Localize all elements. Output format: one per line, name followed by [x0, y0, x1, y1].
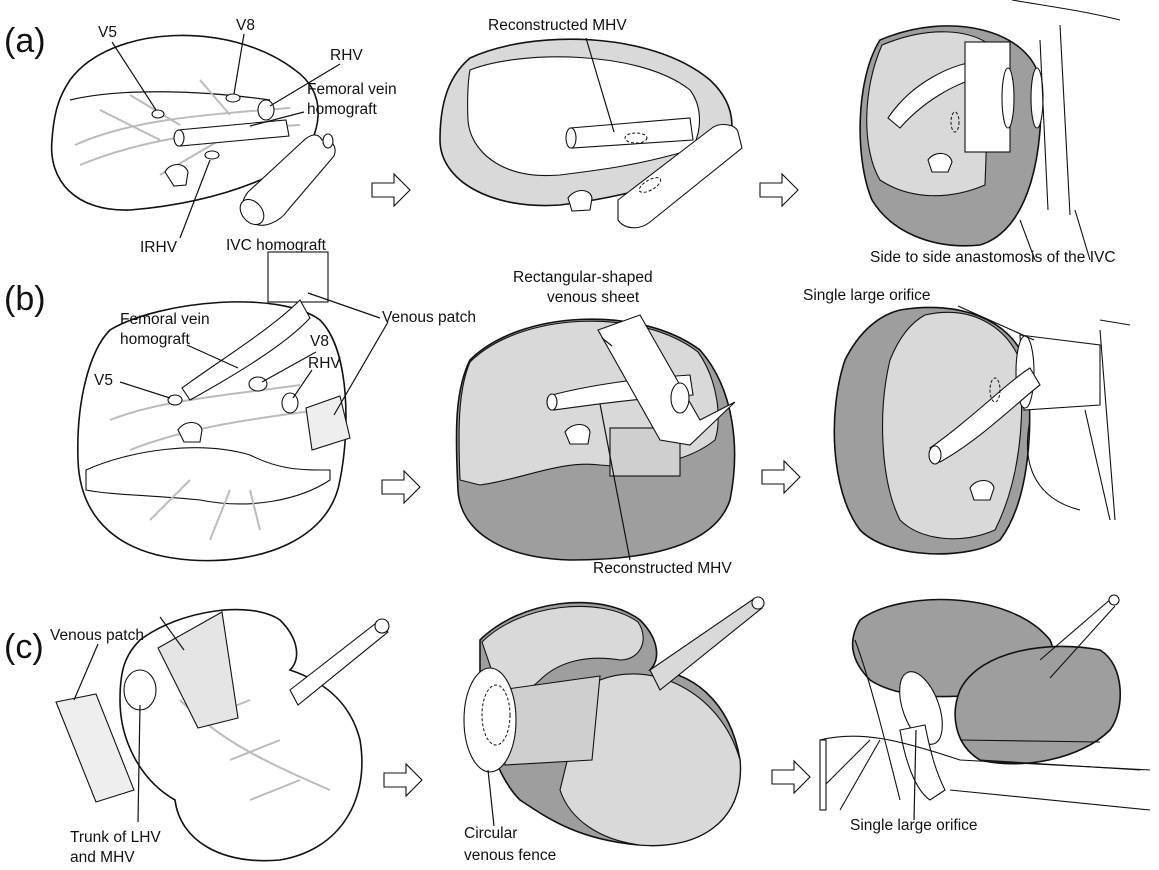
label-single-orifice-c: Single large orifice — [850, 817, 978, 834]
label-rect-sheet-line2: venous sheet — [547, 289, 640, 306]
label-femoral-vein-line2: homograft — [307, 101, 377, 118]
label-femoral-vein-b-line1: Femoral vein — [120, 311, 210, 328]
panel-c: (c) Venous patch Trunk of LHV and MHV — [4, 595, 1150, 866]
panel-a-liver-after — [860, 0, 1120, 260]
arrow-right-icon — [372, 174, 410, 206]
arrow-right-icon — [382, 471, 420, 503]
label-v5-b: V5 — [94, 372, 113, 389]
label-femoral-vein-line1: Femoral vein — [307, 81, 397, 98]
panel-c-liver-before — [56, 610, 389, 861]
label-reconstructed-mhv-b: Reconstructed MHV — [593, 560, 732, 577]
panel-a-liver-middle — [440, 39, 742, 228]
label-side-to-side: Side to side anastomosis of the IVC — [870, 249, 1116, 266]
arrow-right-icon — [760, 174, 798, 206]
label-fence-line1: Circular — [464, 825, 517, 842]
label-rhv: RHV — [330, 47, 363, 64]
label-single-orifice-b: Single large orifice — [803, 287, 931, 304]
arrow-right-icon — [762, 461, 800, 493]
label-rect-sheet-line1: Rectangular-shaped — [513, 269, 653, 286]
label-trunk-line2: and MHV — [70, 849, 135, 866]
panel-b-liver-middle — [456, 315, 735, 560]
panel-c-letter: (c) — [4, 628, 44, 666]
label-venous-patch-c: Venous patch — [50, 627, 144, 644]
label-venous-patch-b: Venous patch — [382, 309, 476, 326]
panel-b-letter: (b) — [4, 280, 46, 318]
label-v8: V8 — [236, 17, 255, 34]
label-fence-line2: venous fence — [464, 847, 556, 864]
label-femoral-vein-b-line2: homograft — [120, 331, 190, 348]
panel-b-liver-before — [78, 252, 350, 561]
panel-a-liver-before — [52, 35, 335, 229]
panel-a-letter: (a) — [4, 22, 46, 60]
panel-b: (b) Femoral vein homograft Venous patch … — [4, 252, 1130, 577]
label-v8-b: V8 — [310, 333, 329, 350]
panel-b-liver-after — [834, 307, 1130, 553]
label-v5: V5 — [98, 24, 117, 41]
panel-c-liver-after — [820, 595, 1150, 810]
arrow-right-icon — [384, 764, 422, 796]
label-irhv: IRHV — [140, 239, 178, 256]
panel-a: (a) V5 V8 RHV Femor — [4, 0, 1120, 266]
arrow-right-icon — [772, 761, 810, 793]
label-trunk-line1: Trunk of LHV — [70, 829, 161, 846]
label-rhv-b: RHV — [308, 355, 341, 372]
panel-c-liver-middle — [464, 597, 764, 846]
label-ivc-homograft: IVC homograft — [226, 237, 327, 254]
label-reconstructed-mhv-a: Reconstructed MHV — [488, 17, 627, 34]
